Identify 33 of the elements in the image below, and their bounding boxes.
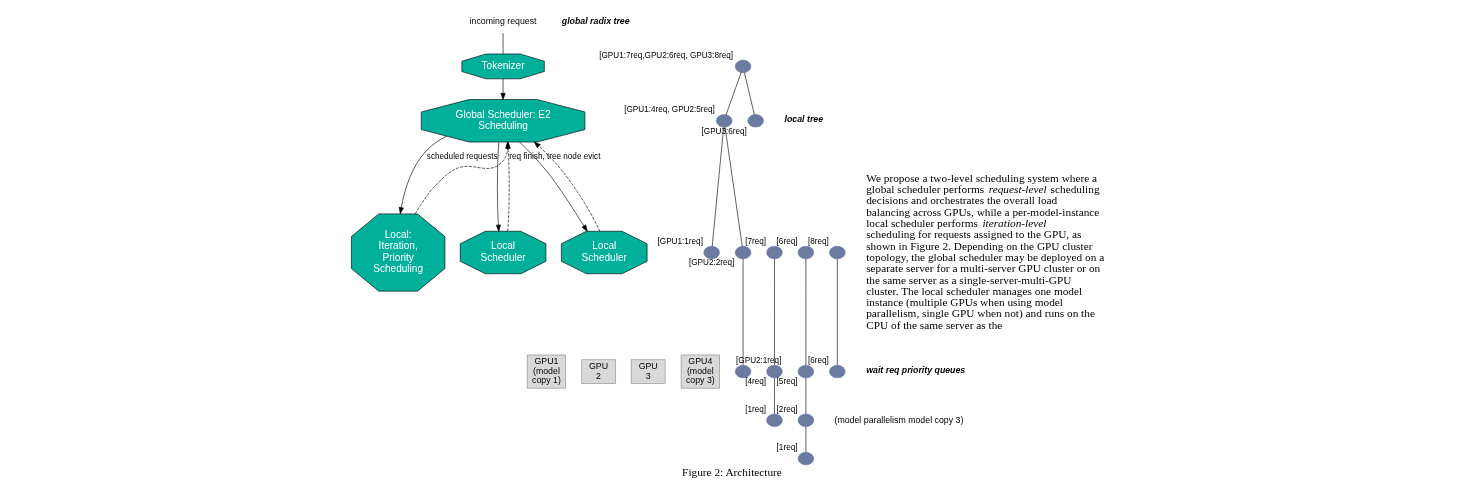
node-circle: [766, 413, 783, 427]
node-circle: [703, 245, 720, 260]
node-box: GPU 3: [630, 359, 666, 384]
label: wait req priority queues: [866, 365, 966, 376]
label: local tree: [784, 114, 824, 125]
node-circle: [766, 245, 783, 260]
arrow: [495, 141, 501, 232]
node-circle: [734, 245, 752, 260]
node-circle: [716, 114, 733, 128]
caption: Figure 2: Architecture: [682, 466, 782, 479]
node-box: GPU1 (model copy 1): [526, 354, 566, 389]
arrow: [414, 141, 511, 215]
arrow: [505, 141, 511, 232]
node-circle: [797, 364, 815, 379]
node-circle: [797, 452, 815, 466]
label: global radix tree: [561, 15, 630, 26]
node-circle: [797, 413, 815, 427]
arrow: [533, 141, 601, 232]
node-box: GPU4 (model copy 3): [680, 354, 720, 389]
arrow: [398, 135, 447, 215]
node-box: GPU 2: [581, 359, 616, 384]
node-circle: [747, 114, 764, 128]
arrow: [500, 78, 506, 100]
node-circle: [734, 364, 752, 379]
arrow: [519, 141, 588, 232]
node-circle: [829, 245, 846, 260]
node-circle: [829, 364, 846, 379]
node-circle: [797, 245, 815, 260]
node-text: incoming request: [469, 16, 537, 27]
node-circle: [766, 364, 783, 379]
label: (model parallelism model copy 3): [834, 414, 964, 425]
label: We propose a two-level scheduling system where a global scheduler performs request-level scheduling decisions and orchestrates the overall load balancing across GPUs, while a per-model-instance local scheduler performs iteration-level scheduling for requests assigned to the GPU, as shown in Figure 2. Depending on the GPU cluster topology, the global scheduler may be deployed on a separate server for a multi-server GPU cluster or on the same server as a single-server-multi-GPU cluster. The local scheduler manages one model instance (multiple GPUs when using model parallelism, single GPU when not) and runs on the CPU of the same server as the: [866, 171, 1105, 331]
node-circle: [734, 59, 752, 73]
